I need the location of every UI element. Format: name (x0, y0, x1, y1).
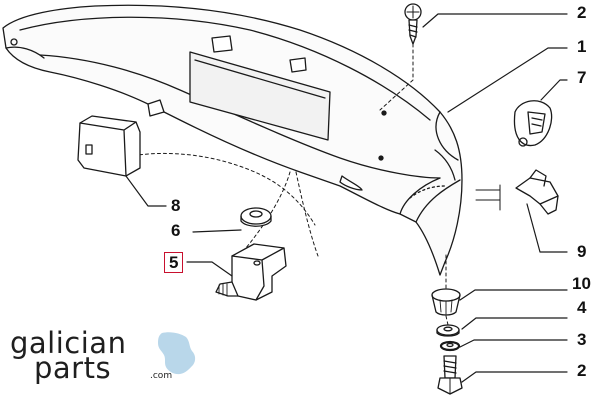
callout-5-highlighted: 5 (164, 252, 184, 273)
callout-2-bottom: 2 (577, 361, 587, 380)
block-pad-part (77, 115, 141, 177)
angle-bracket-part (215, 243, 287, 301)
flat-washer-part (436, 324, 460, 337)
rear-bumper-part (2, 4, 463, 276)
logo-line-3: .com (150, 371, 173, 381)
bolt-part-bottom (437, 355, 463, 395)
galicia-map-icon (158, 332, 196, 375)
leader-lines (125, 13, 568, 383)
callout-1: 1 (577, 37, 587, 56)
callout-10: 10 (572, 274, 591, 293)
callout-9: 9 (577, 242, 587, 261)
callout-3: 3 (577, 330, 587, 349)
logo-line-2: parts (34, 351, 112, 385)
logo-line-1: galician (10, 326, 127, 360)
bracket-clip-part (475, 169, 559, 215)
callout-8: 8 (171, 196, 181, 215)
callout-7: 7 (577, 68, 587, 87)
screw-part-top (379, 3, 422, 111)
clip-fastener-part (513, 100, 553, 147)
callout-2-top: 2 (577, 3, 587, 22)
callout-4: 4 (577, 298, 587, 317)
grommet-nut-part (431, 288, 461, 316)
spring-washer-part (439, 340, 461, 352)
washer-part (240, 207, 272, 227)
galicianparts-logo: galician parts .com (10, 328, 200, 388)
callout-6: 6 (171, 221, 181, 240)
